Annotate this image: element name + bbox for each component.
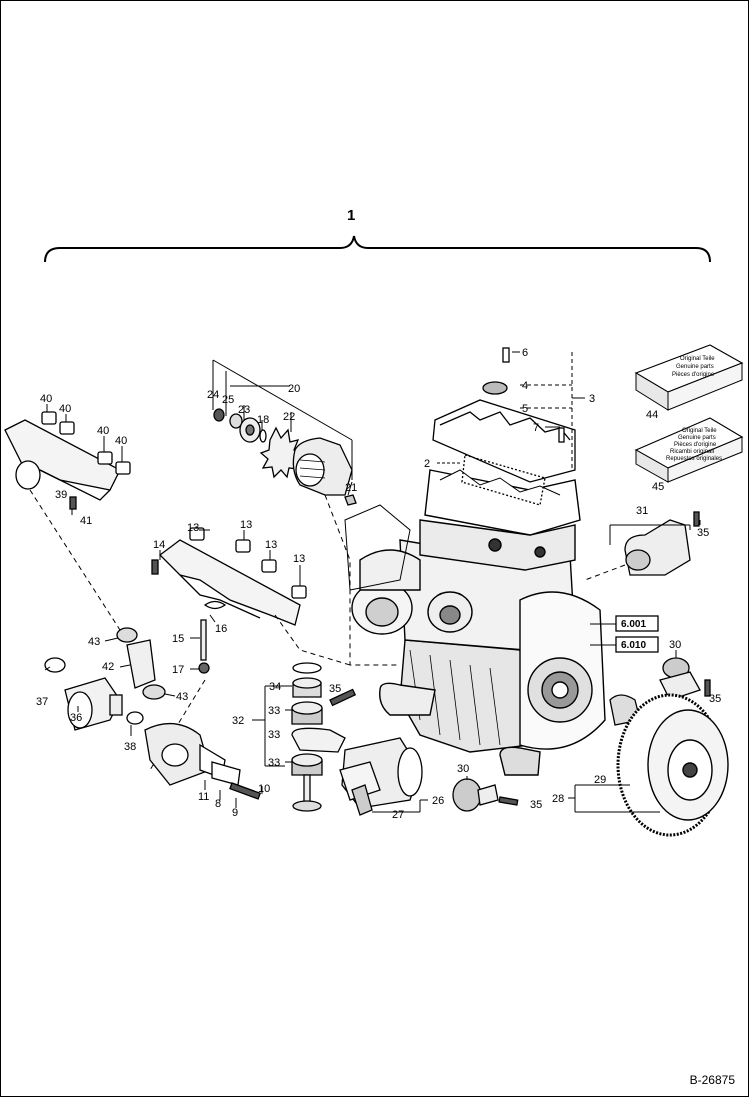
callout-35b: 35 bbox=[530, 799, 542, 811]
callout-44: 44 bbox=[646, 409, 658, 421]
callout-4: 4 bbox=[522, 380, 528, 392]
callout-37: 37 bbox=[36, 696, 48, 708]
callout-14: 14 bbox=[153, 539, 165, 551]
callout-lines-group-20 bbox=[212, 359, 400, 666]
callout-16: 16 bbox=[215, 623, 227, 635]
callout-22: 22 bbox=[283, 411, 295, 423]
callout-lines-starter bbox=[372, 799, 428, 813]
callout-13a: 13 bbox=[187, 522, 199, 534]
callout-lines-mount bbox=[252, 685, 292, 767]
assembly-brace bbox=[44, 235, 711, 263]
callout-24: 24 bbox=[207, 389, 219, 401]
engine-mount-stack bbox=[291, 662, 357, 812]
callout-lines-group-3 bbox=[437, 351, 585, 468]
callout-35d: 35 bbox=[709, 693, 721, 705]
callout-21: 21 bbox=[345, 482, 357, 494]
callout-30a: 30 bbox=[457, 763, 469, 775]
callout-lines-intake bbox=[44, 637, 263, 808]
callout-30b: 30 bbox=[669, 639, 681, 651]
callout-23: 23 bbox=[238, 404, 250, 416]
rear-mount-lower bbox=[452, 778, 519, 812]
callout-9: 9 bbox=[232, 807, 238, 819]
callout-15: 15 bbox=[172, 633, 184, 645]
callout-41: 41 bbox=[80, 515, 92, 527]
intake-hose-parts bbox=[44, 627, 262, 800]
callout-33c: 33 bbox=[268, 757, 280, 769]
callout-38: 38 bbox=[124, 741, 136, 753]
card44-line2: Genuine parts bbox=[676, 364, 714, 370]
callout-35c: 35 bbox=[697, 527, 709, 539]
callout-45: 45 bbox=[652, 481, 664, 493]
callout-27: 27 bbox=[392, 809, 404, 821]
card45-line3: Pièces d'origine bbox=[674, 442, 717, 448]
callout-13b: 13 bbox=[240, 519, 252, 531]
callout-25: 25 bbox=[222, 394, 234, 406]
callout-31: 31 bbox=[636, 505, 648, 517]
engine-block bbox=[344, 469, 606, 776]
card44-line1: Original Teile bbox=[680, 356, 715, 362]
assembly-number: 1 bbox=[347, 207, 355, 224]
callout-29: 29 bbox=[594, 774, 606, 786]
card45-line5: Repuestos originales bbox=[666, 456, 722, 462]
callout-40b: 40 bbox=[59, 403, 71, 415]
callout-11: 11 bbox=[198, 791, 209, 803]
callout-2: 2 bbox=[424, 458, 430, 470]
callout-10: 10 bbox=[258, 783, 270, 795]
callout-6: 6 bbox=[522, 347, 528, 359]
callout-42: 42 bbox=[102, 661, 114, 673]
alternator-assembly bbox=[213, 408, 357, 506]
callout-lines-manifold bbox=[29, 404, 123, 631]
callout-34: 34 bbox=[269, 681, 281, 693]
flywheel bbox=[616, 693, 729, 837]
callout-lines-flywheel bbox=[568, 784, 660, 813]
callout-32: 32 bbox=[232, 715, 244, 727]
callout-35a: 35 bbox=[329, 683, 341, 695]
figure-id: B-26875 bbox=[689, 1073, 735, 1087]
callout-5: 5 bbox=[522, 403, 528, 415]
callout-18: 18 bbox=[257, 414, 269, 426]
card44-line3: Pièces d'origine bbox=[672, 372, 715, 378]
callout-13c: 13 bbox=[265, 539, 277, 551]
starter-motor bbox=[339, 737, 423, 816]
callout-33a: 33 bbox=[268, 705, 280, 717]
callout-13d: 13 bbox=[293, 553, 305, 565]
parts-card-44: Original Teile Genuine parts Pièces d'or… bbox=[634, 344, 744, 411]
callout-lines-31 bbox=[584, 520, 701, 581]
card45-line2: Genuine parts bbox=[678, 435, 716, 441]
callout-40c: 40 bbox=[97, 425, 109, 437]
intake-manifold bbox=[4, 411, 131, 510]
callout-33b: 33 bbox=[268, 729, 280, 741]
callout-36: 36 bbox=[70, 712, 82, 724]
callout-17: 17 bbox=[172, 664, 184, 676]
callout-40a: 40 bbox=[40, 393, 52, 405]
reference-box-2: 6.010 bbox=[615, 636, 659, 653]
callout-28: 28 bbox=[552, 793, 564, 805]
callout-3: 3 bbox=[589, 393, 595, 405]
callout-7: 7 bbox=[533, 422, 539, 434]
card45-line1: Original Teile bbox=[682, 428, 717, 434]
callout-39: 39 bbox=[55, 489, 67, 501]
reference-box-1: 6.001 bbox=[615, 615, 659, 632]
rear-bracket bbox=[624, 511, 700, 576]
valve-cover-assembly bbox=[432, 347, 576, 506]
reference-6-001: 6.001 bbox=[621, 619, 646, 630]
callout-26: 26 bbox=[432, 795, 444, 807]
callout-lines-exhaust bbox=[149, 529, 351, 771]
callout-40d: 40 bbox=[115, 435, 127, 447]
card45-line4: Ricambi originali bbox=[670, 449, 714, 455]
callout-43a: 43 bbox=[88, 636, 100, 648]
parts-card-45: Original Teile Genuine parts Pièces d'or… bbox=[634, 417, 744, 483]
callout-20: 20 bbox=[288, 383, 300, 395]
callout-8: 8 bbox=[215, 798, 221, 810]
callout-43b: 43 bbox=[176, 691, 188, 703]
reference-6-010: 6.010 bbox=[621, 640, 646, 651]
exhaust-manifold bbox=[151, 527, 307, 674]
